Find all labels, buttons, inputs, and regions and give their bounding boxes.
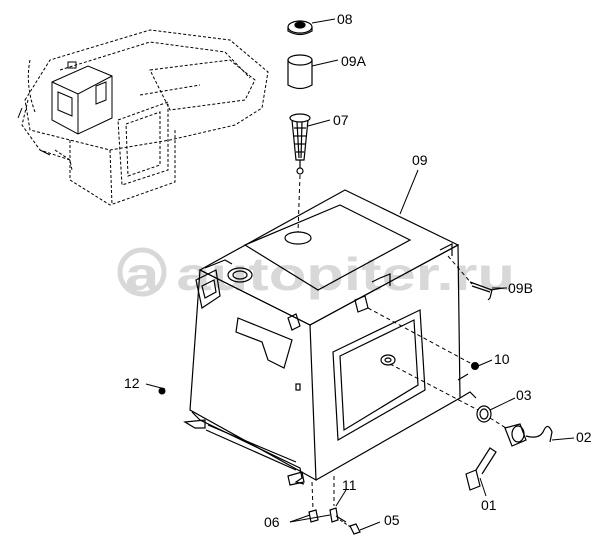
- float-01: [465, 447, 497, 491]
- watermark-text: a autopiter.ru: [125, 248, 515, 300]
- level-switch-02: [504, 423, 553, 447]
- oring-03: [476, 405, 492, 423]
- label-02: 02: [576, 429, 592, 445]
- label-12: 12: [124, 375, 140, 391]
- drain-parts: [308, 507, 361, 535]
- excavator-inset: [21, 29, 269, 206]
- label-08: 08: [337, 11, 353, 27]
- label-03: 03: [516, 387, 532, 403]
- leader-lines: [145, 18, 575, 531]
- tank-in-inset: [17, 61, 113, 156]
- watermark: a autopiter.ru: [117, 247, 515, 300]
- label-10: 10: [494, 351, 510, 367]
- label-06: 06: [264, 514, 280, 530]
- label-07: 07: [333, 112, 349, 128]
- assembly-axis: [297, 174, 301, 233]
- label-05: 05: [384, 512, 400, 528]
- strainer-07: [289, 113, 311, 175]
- label-09: 09: [412, 152, 428, 168]
- plug-10: [471, 362, 479, 370]
- bolt-12: [158, 387, 166, 395]
- filler-cap-08: [287, 20, 313, 36]
- label-09B: 09B: [508, 280, 533, 296]
- label-11: 11: [342, 477, 357, 493]
- hydraulic-tank: [183, 189, 477, 486]
- pin-09B: [469, 281, 493, 301]
- filter-element-09A: [287, 54, 313, 90]
- label-09A: 09A: [341, 53, 367, 69]
- label-01: 01: [481, 497, 497, 513]
- part-labels: 08 09A 07 09 09B 10 12 03 02 01 11 06 05: [124, 11, 592, 530]
